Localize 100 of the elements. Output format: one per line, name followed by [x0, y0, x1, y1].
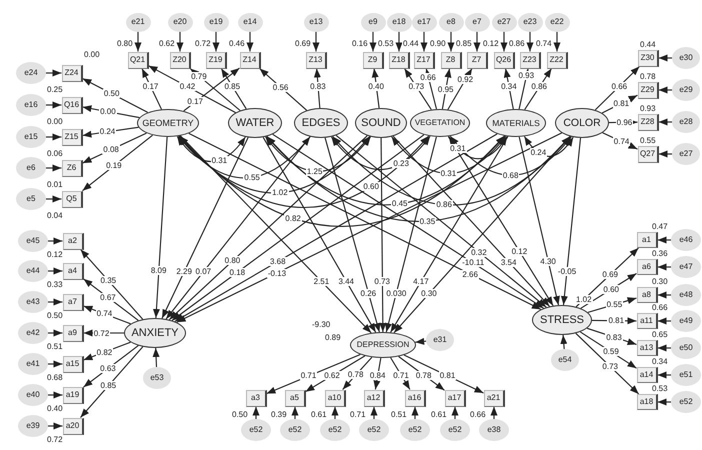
value-label: 0.50	[46, 310, 64, 320]
error-term-ellipse: e52	[241, 419, 271, 441]
value-label: 1.02	[575, 294, 593, 304]
edge-label: -0.13	[266, 268, 288, 278]
observed-variable-box: a2	[62, 232, 84, 250]
arrow	[390, 357, 410, 390]
edge-label: 0.73	[408, 82, 426, 92]
observed-variable-box: Q27	[638, 146, 658, 162]
observed-variable-box: Z20	[170, 52, 190, 68]
double-headed-arrow	[178, 136, 311, 178]
edge-label: 0.68	[502, 170, 520, 180]
error-term-ellipse: e19	[204, 12, 228, 32]
edge-label: 3.44	[337, 277, 356, 286]
error-term-ellipse: e5	[16, 188, 46, 210]
arrow	[46, 134, 62, 140]
latent-variable-ellipse: GEOMETRY	[137, 109, 199, 137]
edge-label: 0.18	[228, 268, 246, 277]
edge-label: 0.59	[602, 347, 620, 356]
edge-label: 0.83	[309, 82, 327, 91]
arrow	[152, 348, 160, 368]
arrow	[452, 406, 458, 419]
edge-label: 0.08	[102, 145, 120, 154]
error-term-ellipse: e27	[672, 143, 700, 165]
edge-label: 0.81	[612, 98, 630, 108]
value-label: 0.44	[639, 40, 657, 48]
edge-label: 3.54	[500, 258, 518, 267]
value-label: -9.30	[311, 320, 332, 328]
edge-label: 2.66	[461, 270, 479, 279]
edge-label: 0.00	[99, 107, 117, 116]
error-term-ellipse: e47	[671, 256, 701, 278]
arrow	[188, 132, 542, 310]
error-term-ellipse: e16	[16, 94, 46, 116]
arrow	[580, 273, 637, 309]
edge-label: 0.62	[323, 371, 341, 380]
value-label: 0.90	[429, 38, 447, 48]
edge-label: 0.85	[223, 82, 242, 92]
arrow	[46, 196, 62, 202]
error-term-ellipse: e14	[238, 12, 262, 32]
arrow	[48, 268, 62, 274]
arrow	[575, 332, 640, 394]
error-term-ellipse: e8	[438, 12, 464, 32]
value-label: 0.50	[231, 410, 249, 418]
arrow	[342, 356, 372, 390]
edge-label: 0.26	[360, 288, 378, 298]
observed-variable-box: a9	[62, 324, 84, 342]
value-label: 0.55	[639, 136, 657, 144]
error-term-ellipse: e52	[400, 419, 430, 441]
error-term-ellipse: e45	[18, 230, 48, 252]
observed-variable-box: Z22	[546, 52, 568, 68]
arrow	[312, 32, 320, 52]
observed-variable-box: Z30	[638, 50, 658, 66]
arrow	[658, 236, 671, 244]
value-label: 0.47	[651, 222, 669, 230]
error-term-ellipse: e41	[18, 353, 48, 375]
edge-label: 0.24	[530, 148, 548, 158]
arrow	[162, 137, 249, 319]
latent-variable-ellipse: SOUND	[355, 108, 407, 138]
error-term-ellipse: e22	[544, 12, 570, 32]
edge-label: 0.07	[194, 267, 212, 276]
observed-variable-box: a11	[636, 313, 658, 329]
arrow	[560, 334, 568, 350]
latent-variable-ellipse: VEGETATION	[410, 109, 470, 137]
value-label: 0.69	[294, 38, 312, 48]
edge-label: 0.78	[414, 370, 432, 380]
error-term-ellipse: e46	[671, 229, 701, 251]
error-term-ellipse: e52	[359, 419, 389, 441]
observed-variable-box: Z17	[414, 52, 434, 68]
edge-label: 4.30	[539, 256, 557, 266]
arrow	[448, 32, 454, 52]
observed-variable-box: a8	[636, 287, 658, 303]
edge-label: 0.60	[362, 182, 380, 192]
arrow	[46, 164, 62, 172]
arrow	[80, 346, 144, 418]
error-term-ellipse: e30	[672, 47, 700, 69]
edge-label: 0.79	[190, 72, 208, 81]
observed-variable-box: Z29	[638, 82, 658, 98]
observed-variable-box: Q16	[62, 96, 82, 114]
edge-label: 0.67	[99, 293, 117, 302]
value-label: 0.51	[46, 342, 64, 350]
error-term-ellipse: e31	[426, 329, 454, 351]
edge-label: 0.17	[186, 97, 204, 106]
latent-variable-ellipse: DEPRESSION	[350, 332, 416, 358]
error-term-ellipse: e52	[320, 419, 350, 441]
error-term-ellipse: e40	[18, 384, 48, 406]
arrow	[266, 354, 361, 394]
arrow	[292, 406, 298, 419]
error-term-ellipse: e51	[671, 364, 701, 386]
observed-variable-box: Z28	[638, 114, 658, 130]
value-label: 0.66	[651, 302, 669, 312]
arrow	[142, 68, 162, 110]
edge-label: 0.31	[440, 168, 458, 178]
value-label: 0.12	[482, 38, 500, 48]
arrow	[658, 398, 671, 406]
value-label: 0.34	[651, 356, 669, 366]
value-label: 0.72	[194, 38, 212, 48]
double-headed-arrow	[176, 136, 246, 162]
observed-variable-box: Z19	[206, 52, 226, 68]
arrow	[148, 65, 236, 114]
arrow	[262, 137, 376, 333]
arrow	[474, 32, 480, 52]
